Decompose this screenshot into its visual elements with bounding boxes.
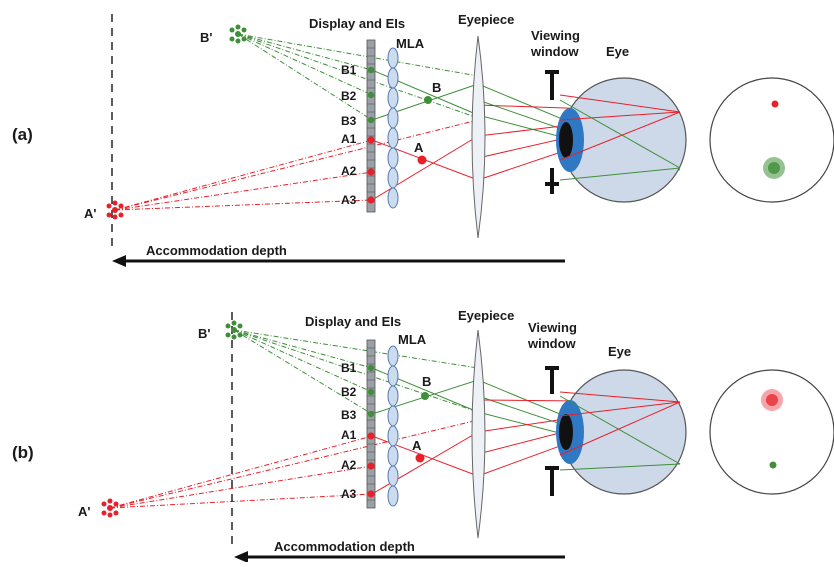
label-a3-b: A3	[341, 487, 357, 501]
point-b-dot-a	[424, 96, 432, 104]
display-panel-a	[366, 39, 376, 213]
eye-b	[556, 369, 687, 495]
label-b3-a: B3	[341, 114, 357, 128]
point-a-dot-b	[415, 453, 425, 463]
viewing-window-b	[545, 366, 559, 496]
label-b-prime-a: B'	[200, 30, 212, 45]
ei-dots-b	[367, 364, 375, 498]
viewing-window-a	[545, 70, 559, 194]
label-point-a-b: A	[412, 438, 422, 453]
microlens-array-a	[387, 47, 399, 209]
eyepiece-lens-b	[471, 329, 486, 539]
panel-b: (b) B' A' Display and EIs MLA Eyepiece V…	[12, 308, 834, 563]
panel-tag-b: (b)	[12, 443, 34, 462]
label-a2-b: A2	[341, 458, 357, 472]
label-display-a: Display and EIs	[309, 16, 405, 31]
retina-green-spot-b	[769, 461, 777, 469]
point-b-dot-b	[421, 392, 429, 400]
label-a-prime-b: A'	[78, 504, 90, 519]
label-mla-a: MLA	[396, 36, 425, 51]
label-b2-a: B2	[341, 89, 357, 103]
label-a1-b: A1	[341, 428, 357, 442]
label-b-prime-b: B'	[198, 326, 210, 341]
label-a3-a: A3	[341, 193, 357, 207]
label-point-b-b: B	[422, 374, 431, 389]
image-point-a-prime-b	[101, 498, 119, 518]
retina-view-a	[709, 77, 834, 203]
label-depth-b: Accommodation depth	[274, 539, 415, 554]
label-mla-b: MLA	[398, 332, 427, 347]
label-b3-b: B3	[341, 408, 357, 422]
label-eye-b: Eye	[608, 344, 631, 359]
panel-a: (a) B' A' Display and EIs MLA Eyepiece V…	[12, 12, 834, 267]
label-b1-a: B1	[341, 63, 357, 77]
point-a-dot-a	[417, 155, 427, 165]
label-a-prime-a: A'	[84, 206, 96, 221]
accommodation-arrow-b	[234, 551, 565, 563]
panel-tag-a: (a)	[12, 125, 33, 144]
label-viewing-b: Viewing	[528, 320, 577, 335]
label-depth-a: Accommodation depth	[146, 243, 287, 258]
label-point-a-a: A	[414, 140, 424, 155]
label-eyepiece-b: Eyepiece	[458, 308, 514, 323]
label-eye-a: Eye	[606, 44, 629, 59]
image-point-a-prime-a	[106, 200, 124, 220]
retina-view-b	[709, 369, 834, 495]
label-window-a: window	[530, 44, 580, 59]
label-b2-b: B2	[341, 385, 357, 399]
display-panel-b	[366, 339, 376, 509]
image-point-b-prime-a	[229, 24, 247, 44]
label-a2-a: A2	[341, 164, 357, 178]
accommodation-arrow-a	[112, 255, 565, 267]
retina-red-spot-a	[771, 100, 779, 108]
label-display-b: Display and EIs	[305, 314, 401, 329]
microlens-array-b	[387, 345, 399, 507]
rays-in-eye-a	[559, 94, 681, 181]
eyepiece-lens-a	[471, 35, 486, 239]
label-eyepiece-a: Eyepiece	[458, 12, 514, 27]
label-b1-b: B1	[341, 361, 357, 375]
label-point-b-a: B	[432, 80, 441, 95]
label-viewing-a: Viewing	[531, 28, 580, 43]
eye-a	[556, 77, 687, 203]
label-window-b: window	[527, 336, 577, 351]
ei-dots-a	[367, 66, 375, 204]
image-point-b-prime-b	[225, 320, 243, 340]
label-a1-a: A1	[341, 132, 357, 146]
rays-in-eye-b	[559, 391, 681, 471]
